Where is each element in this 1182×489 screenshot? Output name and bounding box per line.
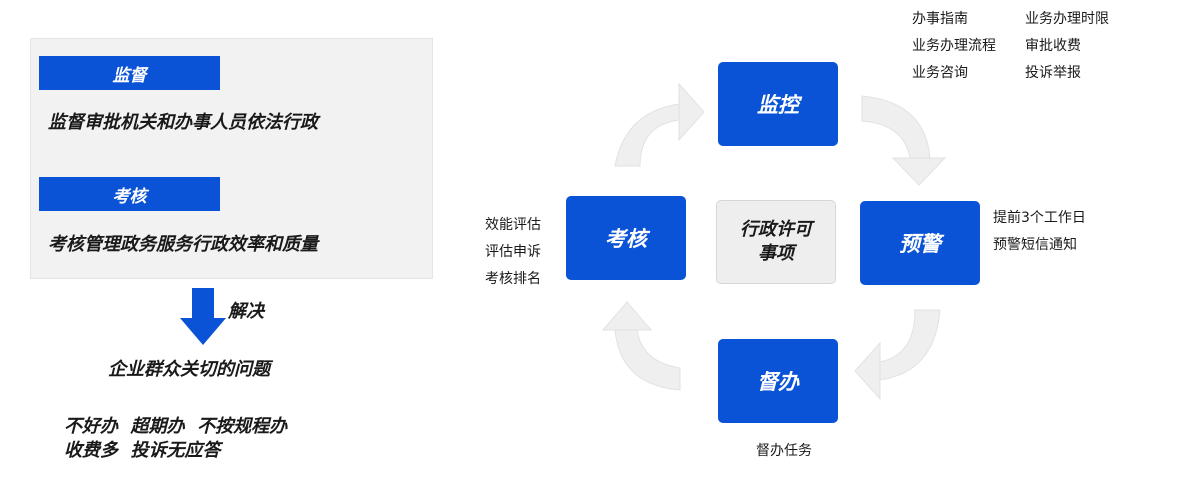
- supervise-item: 督办任务: [756, 443, 812, 459]
- cycle-arrowhead-assess-to-monitor: [678, 82, 705, 142]
- assess-item: 效能评估: [485, 217, 541, 233]
- cycle-arrowhead-warning-to-supervise: [854, 341, 881, 401]
- center-line-2: 事项: [758, 243, 794, 264]
- problem-line-1: 不好办 超期办 不按规程办: [64, 416, 288, 437]
- monitor-item: 业务咨询: [912, 65, 968, 81]
- node-monitor: 监控: [718, 62, 838, 146]
- resolve-label: 解决: [228, 301, 264, 322]
- monitor-items-left: 办事指南 业务办理流程 业务咨询: [912, 6, 996, 87]
- resolve-down-arrow-icon: [180, 288, 226, 345]
- cycle-arrowhead-supervise-to-assess: [601, 301, 653, 331]
- cycle-arrow-warning-to-supervise: [879, 309, 941, 381]
- assess-tag: 考核: [39, 177, 220, 211]
- supervise-tag: 监督: [39, 56, 220, 90]
- supervise-items: 督办任务: [756, 438, 812, 465]
- monitor-item: 投诉举报: [1025, 65, 1081, 81]
- problem-line-2: 收费多 投诉无应答: [64, 440, 221, 461]
- assess-item: 评估申诉: [485, 244, 541, 260]
- warning-items: 提前3个工作日 预警短信通知: [993, 205, 1086, 259]
- monitor-items-right: 业务办理时限 审批收费 投诉举报: [1025, 6, 1109, 87]
- concern-title: 企业群众关切的问题: [108, 359, 270, 380]
- center-line-1: 行政许可: [740, 219, 812, 240]
- cycle-arrow-supervise-to-assess: [614, 329, 681, 391]
- node-warning: 预警: [860, 201, 980, 285]
- cycle-arrow-monitor-to-warning: [861, 95, 931, 159]
- warning-item: 提前3个工作日: [993, 210, 1086, 226]
- cycle-arrowhead-monitor-to-warning: [891, 157, 947, 186]
- monitor-item: 业务办理时限: [1025, 11, 1109, 27]
- center-node-admin-license: 行政许可 事项: [716, 200, 836, 284]
- warning-item: 预警短信通知: [993, 237, 1077, 253]
- cycle-arrow-assess-to-monitor: [614, 103, 680, 167]
- assess-items: 效能评估 评估申诉 考核排名: [485, 212, 541, 293]
- node-supervise: 督办: [718, 339, 838, 423]
- monitor-item: 业务办理流程: [912, 38, 996, 54]
- supervise-description: 监督审批机关和办事人员依法行政: [48, 112, 318, 133]
- node-assess: 考核: [566, 196, 686, 280]
- monitor-item: 办事指南: [912, 11, 968, 27]
- assess-item: 考核排名: [485, 271, 541, 287]
- assess-description: 考核管理政务服务行政效率和质量: [48, 234, 318, 255]
- monitor-item: 审批收费: [1025, 38, 1081, 54]
